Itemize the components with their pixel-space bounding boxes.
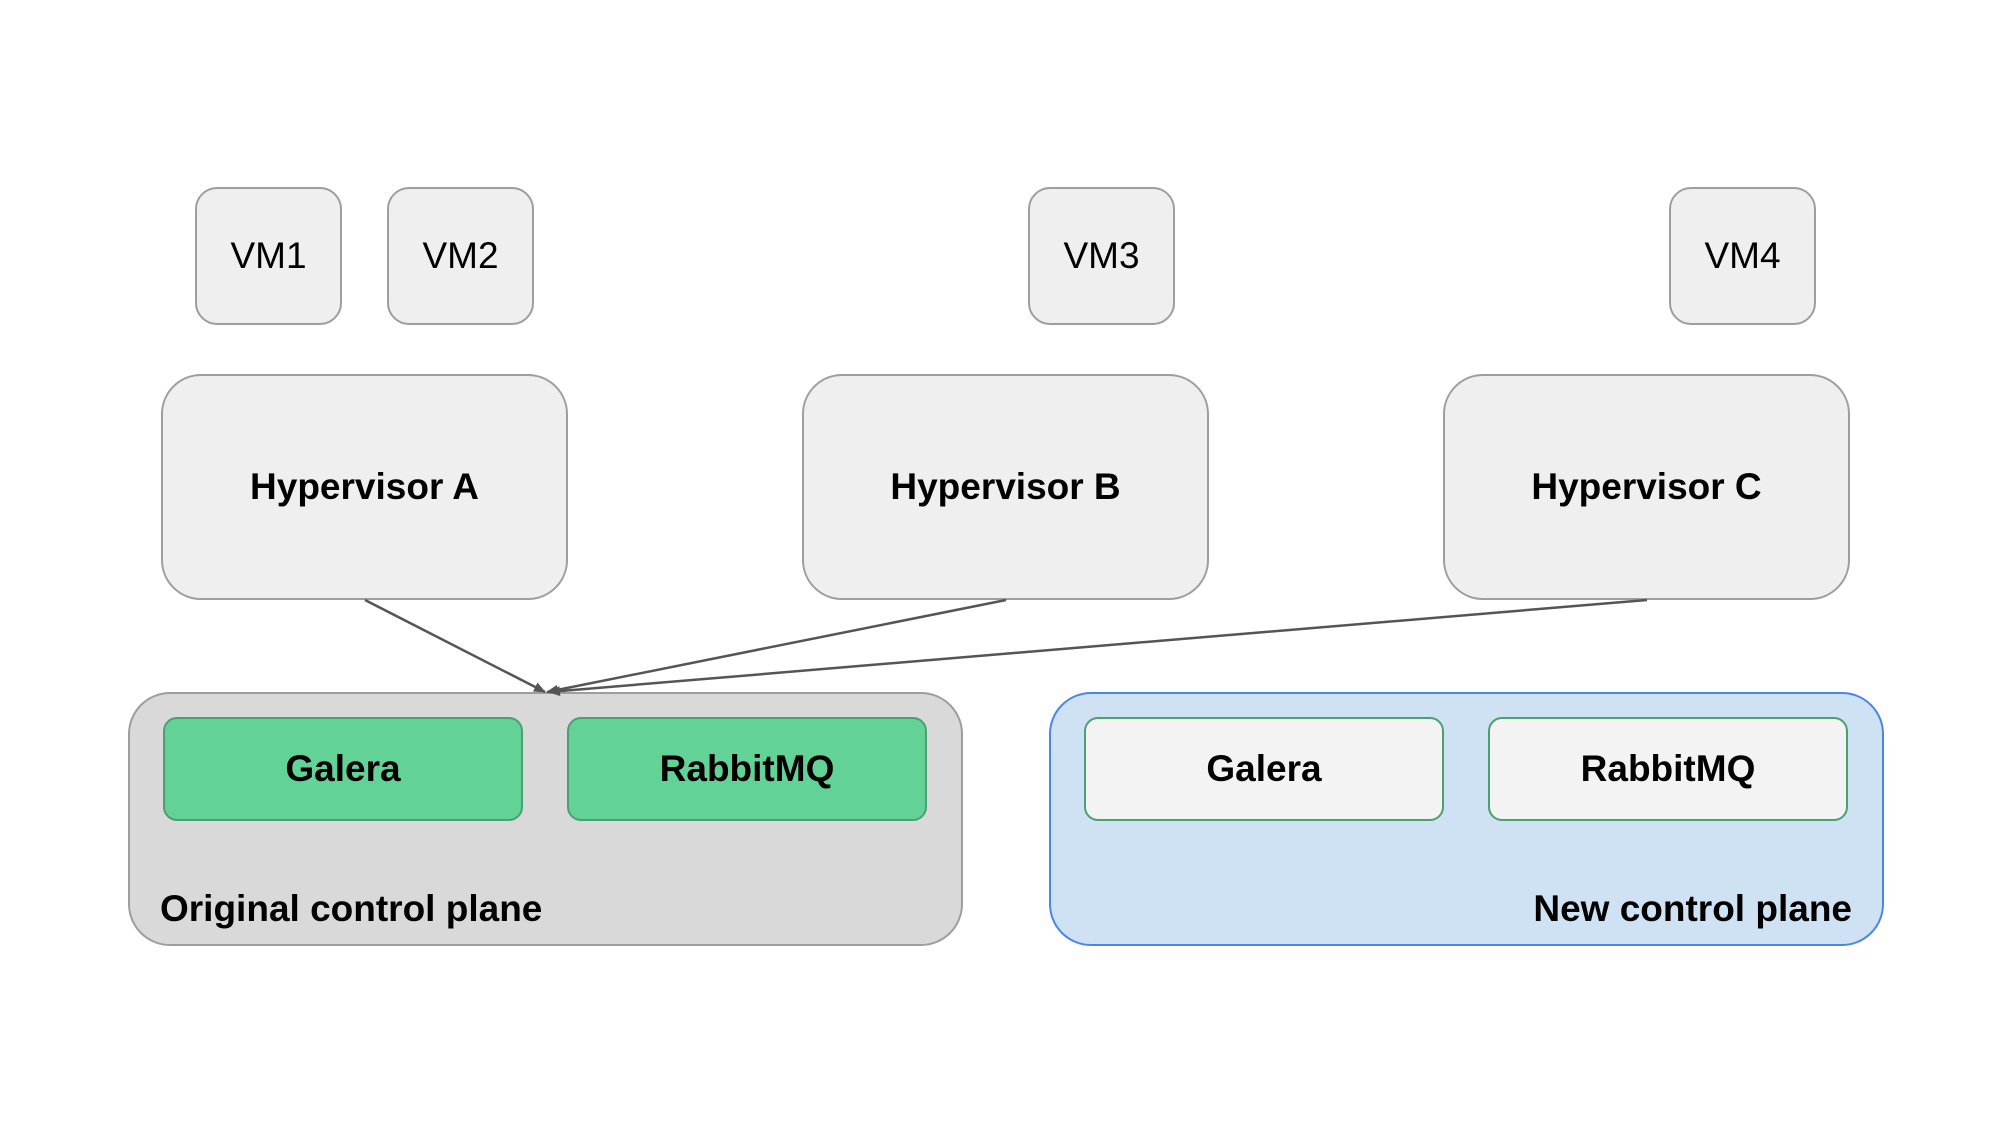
hypervisor-node: Hypervisor B <box>802 374 1209 600</box>
vm-node: VM4 <box>1669 187 1816 325</box>
galera-service: Galera <box>1084 717 1444 821</box>
vm-node: VM1 <box>195 187 342 325</box>
galera-service: Galera <box>163 717 523 821</box>
hypervisor-node: Hypervisor C <box>1443 374 1850 600</box>
arrow-hypervisor-a-to-original-plane <box>364 598 546 694</box>
rabbitmq-service: RabbitMQ <box>567 717 927 821</box>
rabbitmq-service: RabbitMQ <box>1488 717 1848 821</box>
arrow-hypervisor-b-to-original-plane <box>546 598 1007 695</box>
new-control-plane-label: New control plane <box>1533 888 1852 929</box>
original-control-plane-label: Original control plane <box>160 888 543 929</box>
vm-node: VM2 <box>387 187 534 325</box>
arrow-hypervisor-c-to-original-plane <box>548 598 1648 697</box>
hypervisor-node: Hypervisor A <box>161 374 568 600</box>
vm-node: VM3 <box>1028 187 1175 325</box>
